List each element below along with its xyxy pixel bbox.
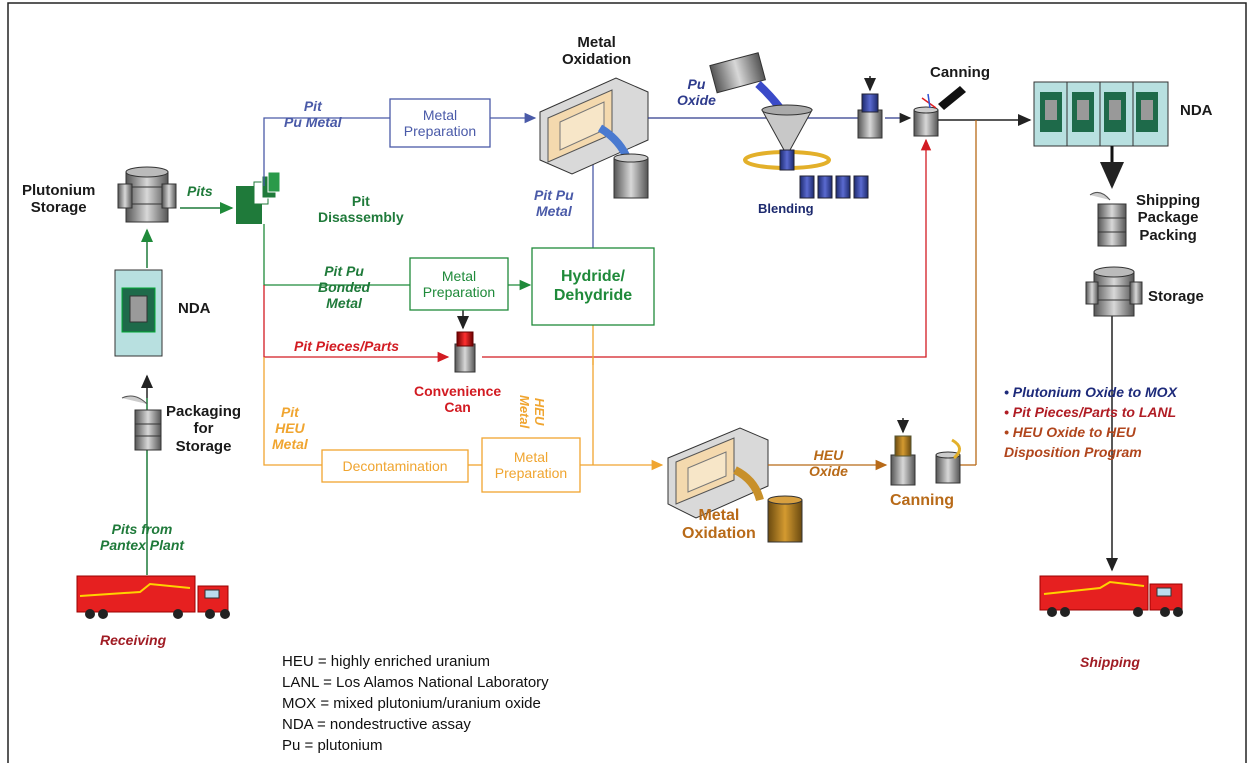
nda-left-label: NDA xyxy=(178,300,211,317)
destination-text: Plutonium Oxide to MOX xyxy=(1012,384,1177,400)
receiving-label: Receiving xyxy=(100,632,167,648)
legend-entry: Pu = plutonium xyxy=(282,737,383,754)
pits-label: Pits xyxy=(187,183,213,199)
packaging-for-storage-label: Packaging for Storage xyxy=(166,403,242,455)
legend-entry: HEU = highly enriched uranium xyxy=(282,653,491,670)
legend-entry: LANL = Los Alamos National Laboratory xyxy=(282,674,549,691)
metal-oxidation-furnace-top xyxy=(539,77,649,199)
nda-right-icon xyxy=(1033,81,1169,147)
nda-right-label: NDA xyxy=(1180,102,1213,119)
metal-prep-mid-box xyxy=(409,257,509,311)
left-receiving-flow xyxy=(141,202,234,575)
pit-pu-metal-label: Pit Pu Metal xyxy=(284,98,342,131)
canning-top-label: Canning xyxy=(930,64,990,81)
convenience-can-icon xyxy=(454,308,476,373)
legend-entry: MOX = mixed plutonium/uranium oxide xyxy=(282,695,541,712)
canning-bottom-icon xyxy=(890,418,961,486)
canning-top-icon xyxy=(857,76,966,139)
bullet-icon: • xyxy=(1004,424,1013,440)
diagram-border xyxy=(7,2,1247,763)
destination-item: • Pit Pieces/Parts to LANL xyxy=(1004,402,1177,422)
hydride-dehydride-text: Hydride/ Dehydride xyxy=(553,268,633,304)
pit-pu-bonded-metal-label: Pit Pu Bonded Metal xyxy=(318,263,371,312)
plutonium-storage-icon xyxy=(117,166,177,223)
metal-prep-mid-text: Metal Preparation xyxy=(422,267,496,300)
decontamination-box xyxy=(321,449,469,483)
nda-left-icon xyxy=(114,269,163,357)
canning-bottom-label: Canning xyxy=(890,492,954,509)
pit-disassembly-label: Pit Disassembly xyxy=(318,193,404,226)
destination-text: HEU Oxide to HEU Disposition Program xyxy=(1004,424,1142,460)
shipping-package-packing-label: Shipping Package Packing xyxy=(1136,192,1201,244)
blending-icon xyxy=(709,52,869,199)
metal-oxidation-furnace-bottom xyxy=(667,427,803,543)
pit-pieces-parts-label: Pit Pieces/Parts xyxy=(294,338,400,354)
decontamination-text: Decontamination xyxy=(342,457,448,474)
shipping-truck-icon xyxy=(1039,575,1183,617)
pit-pu-metal-vertical-label: Pit Pu Metal xyxy=(534,187,574,220)
shipping-package-icon xyxy=(1089,191,1127,247)
heu-metal-vertical-label: HEU Metal xyxy=(517,395,547,429)
metal-prep-bottom-text: Metal Preparation xyxy=(494,448,568,481)
hydride-box xyxy=(531,247,655,326)
pu-oxide-label: Pu Oxide xyxy=(677,76,716,109)
destination-text: Pit Pieces/Parts to LANL xyxy=(1012,404,1177,420)
convenience-can-label: Convenience Can xyxy=(414,383,502,416)
destination-item: • HEU Oxide to HEU Disposition Program xyxy=(1004,422,1177,462)
shipping-label: Shipping xyxy=(1080,654,1140,670)
metal-oxidation-top-label: Metal Oxidation xyxy=(562,34,632,69)
bullet-icon: • xyxy=(1004,404,1013,420)
metal-prep-top-box xyxy=(389,98,491,148)
heu-oxide-label: HEU Oxide xyxy=(809,447,848,480)
blending-label: Blending xyxy=(758,201,814,216)
destination-item: • Plutonium Oxide to MOX xyxy=(1004,382,1177,402)
packaging-container-icon xyxy=(121,395,162,451)
legend-entry: NDA = nondestructive assay xyxy=(282,716,471,733)
destination-list: • Plutonium Oxide to MOX• Pit Pieces/Par… xyxy=(1004,382,1177,462)
pit-heu-metal-label: Pit HEU Metal xyxy=(272,404,308,453)
metal-prep-bottom-box xyxy=(481,437,581,493)
pit-disassembly-icon xyxy=(236,171,281,224)
storage-right-label: Storage xyxy=(1148,288,1204,305)
plutonium-storage-label: Plutonium Storage xyxy=(22,182,96,217)
receiving-truck-icon xyxy=(76,575,230,619)
bullet-icon: • xyxy=(1004,384,1013,400)
storage-right-icon xyxy=(1085,266,1143,317)
metal-oxidation-bottom-label: Metal Oxidation xyxy=(682,507,756,543)
metal-prep-top-text: Metal Preparation xyxy=(403,106,477,139)
pits-from-pantex-label: Pits from Pantex Plant xyxy=(100,521,185,554)
disassembly-branches xyxy=(263,112,932,471)
